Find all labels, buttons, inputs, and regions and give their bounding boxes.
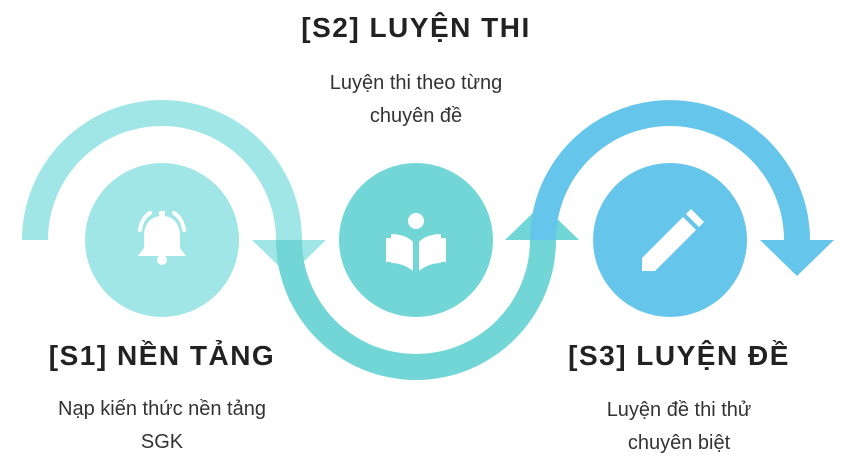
stage-2-description: Luyện thi theo từng chuyên đề <box>306 67 526 133</box>
stage-1-title: [S1] NỀN TẢNG <box>48 340 276 371</box>
stage-3-description-line-1: Luyện đề thi thử <box>606 399 752 421</box>
pencil-icon <box>642 209 704 271</box>
bell-icon <box>138 211 186 265</box>
stage-2-title: [S2] LUYỆN THI <box>301 12 531 43</box>
stage-3-description-line-2: chuyên biệt <box>627 432 731 454</box>
stage-2-description-line-1: Luyện thi theo từng <box>329 72 503 94</box>
stage-2-description-line-2: chuyên đề <box>369 105 463 127</box>
stage-1-description-line-2: SGK <box>140 431 184 453</box>
stage-3-title: [S3] LUYỆN ĐỀ <box>568 340 790 371</box>
stage-2-circle <box>339 163 493 317</box>
stage-1-description-line-1: Nạp kiến thức nền tảng <box>58 398 266 420</box>
stage-1-description: Nạp kiến thức nền tảng SGK <box>42 393 282 459</box>
stage-3-description: Luyện đề thi thử chuyên biệt <box>569 394 789 460</box>
flow-arrow-3 <box>530 100 834 276</box>
open-book-reader-icon <box>386 213 446 271</box>
